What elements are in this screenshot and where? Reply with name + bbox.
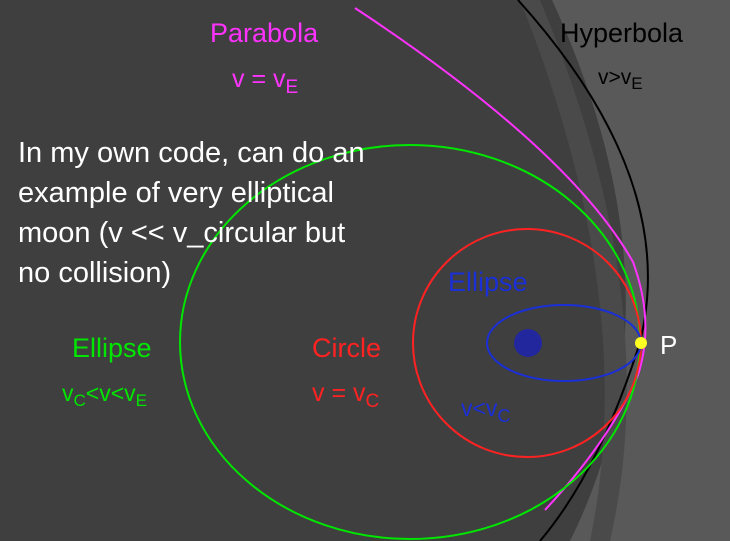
note-line-3: moon (v << v_circular but (18, 217, 346, 249)
parabola-curve (354, 7, 647, 511)
hyperbola-title: Hyperbola (560, 18, 684, 48)
annotation-note: In my own code, can do an example of ver… (18, 133, 488, 293)
planet (514, 329, 542, 357)
background-band (552, 0, 730, 541)
ellipse-outer-title: Ellipse (72, 333, 152, 363)
circle-condition: v = vC (312, 379, 379, 412)
point-p (635, 337, 647, 349)
hyperbola-curve (517, 0, 649, 541)
hyperbola-condition: v>vE (598, 66, 643, 93)
background-band-curve (520, 0, 627, 541)
note-line-1: In my own code, can do an (18, 137, 365, 169)
note-line-2: example of very elliptical (18, 177, 334, 209)
note-line-4: no collision) (18, 257, 172, 289)
parabola-condition: v = vE (232, 65, 298, 98)
ellipse-inner-condition: v<vC (461, 395, 510, 426)
point-p-label: P (660, 330, 677, 360)
ellipse-outer-condition: vC<v<vE (62, 380, 147, 410)
ellipse-inner-title: Ellipse (448, 267, 528, 297)
parabola-title: Parabola (210, 18, 319, 48)
circle-title: Circle (312, 333, 381, 363)
